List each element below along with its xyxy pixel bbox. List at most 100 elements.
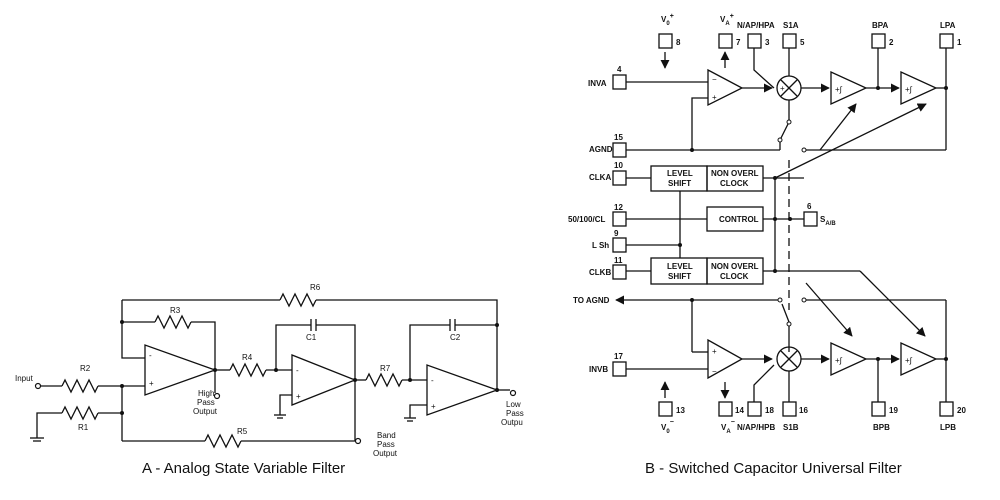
non-overl-clock-a-l1: NON OVERL bbox=[711, 169, 759, 178]
pin-num-6: 6 bbox=[807, 202, 812, 211]
pin-name-clka: CLKA bbox=[589, 173, 611, 182]
opamp-a bbox=[707, 68, 744, 107]
pin-name-agnd: AGND bbox=[589, 145, 613, 154]
r3-label: R3 bbox=[170, 306, 181, 315]
band-pass-label-1: Band bbox=[377, 431, 396, 440]
integrator-b2 bbox=[900, 341, 938, 377]
pin-num-11: 11 bbox=[614, 256, 623, 265]
pin-num-5: 5 bbox=[800, 38, 805, 47]
pin-num-9: 9 bbox=[614, 229, 619, 238]
pin-num-17: 17 bbox=[614, 352, 623, 361]
input-terminal bbox=[34, 382, 42, 390]
pin-num-3: 3 bbox=[765, 38, 770, 47]
high-pass-label-2: Pass bbox=[197, 398, 215, 407]
pin-name-bpa: BPA bbox=[872, 21, 889, 30]
r4-label: R4 bbox=[242, 353, 253, 362]
pin-name-lsh: L Sh bbox=[592, 241, 609, 250]
pin-bpb: 19 BPB bbox=[871, 359, 898, 432]
level-shift-b-l2: SHIFT bbox=[668, 272, 691, 281]
low-pass-terminal bbox=[509, 389, 517, 397]
pin-v0-minus: 13 V0− bbox=[658, 381, 685, 435]
pin-num-15: 15 bbox=[614, 133, 623, 142]
switched-capacitor-universal-filter: V0+ 8 VA+ 7 N/AP/HPA 3 S1A 5 BPA 2 bbox=[568, 13, 966, 477]
pin-name-invb: INVB bbox=[589, 365, 608, 374]
integrator-a2 bbox=[900, 70, 938, 106]
pin-num-8: 8 bbox=[676, 38, 681, 47]
opamp-2 bbox=[291, 354, 357, 406]
pin-name-50-100-cl: 50/100/CL bbox=[568, 215, 605, 224]
pin-num-7: 7 bbox=[736, 38, 741, 47]
pin-n-ap-hpa: N/AP/HPA 3 bbox=[737, 21, 775, 89]
resistor-r6 bbox=[279, 292, 317, 308]
opamp-1-minus: - bbox=[149, 351, 152, 360]
analog-state-variable-filter: Input R2 R1 R5 Band Pass Output - + bbox=[15, 283, 524, 477]
pin-name-s1a: S1A bbox=[783, 21, 799, 30]
opamp-3-minus: - bbox=[431, 376, 434, 385]
opamp-2-minus: - bbox=[296, 366, 299, 375]
pin-num-20: 20 bbox=[957, 406, 966, 415]
high-pass-label-1: High bbox=[198, 389, 214, 398]
integrator-b1-symbol: +∫ bbox=[835, 356, 843, 365]
resistor-r2 bbox=[61, 378, 99, 394]
pin-s1b: 16 S1B bbox=[782, 371, 808, 432]
opamp-b bbox=[707, 338, 744, 380]
low-pass-label-3: Outpu bbox=[501, 418, 523, 427]
opamp-3-plus: + bbox=[431, 402, 436, 411]
pin-name-inva: INVA bbox=[588, 79, 607, 88]
svg-text:V0+: V0+ bbox=[661, 13, 674, 27]
low-pass-label-2: Pass bbox=[506, 409, 524, 418]
svg-text:−: − bbox=[712, 75, 717, 84]
r7-label: R7 bbox=[380, 364, 391, 373]
pin-name-napHpb: N/AP/HPB bbox=[737, 423, 775, 432]
band-pass-terminal bbox=[354, 437, 362, 445]
pin-bpa: BPA 2 bbox=[871, 21, 894, 88]
svg-text:V0−: V0− bbox=[661, 419, 674, 435]
level-shift-a-l1: LEVEL bbox=[667, 169, 693, 178]
band-pass-label-2: Pass bbox=[377, 440, 395, 449]
resistor-r3 bbox=[154, 314, 192, 330]
pin-num-13: 13 bbox=[676, 406, 685, 415]
pin-num-16: 16 bbox=[799, 406, 808, 415]
pin-num-1: 1 bbox=[957, 38, 962, 47]
pin-n-ap-hpb: 18 N/AP/HPB bbox=[737, 364, 775, 432]
non-overl-clock-a-l2: CLOCK bbox=[720, 179, 749, 188]
high-pass-label-3: Output bbox=[193, 407, 218, 416]
high-pass-terminal bbox=[213, 392, 221, 400]
integrator-b1 bbox=[830, 341, 868, 377]
non-overl-clock-b-l2: CLOCK bbox=[720, 272, 749, 281]
r2-label: R2 bbox=[80, 364, 91, 373]
opamp-1 bbox=[144, 344, 217, 396]
pin-name-sab: SA/B bbox=[820, 215, 836, 227]
input-label: Input bbox=[15, 374, 34, 383]
opamp-1-plus: + bbox=[149, 379, 154, 388]
pin-num-19: 19 bbox=[889, 406, 898, 415]
integrator-b2-symbol: +∫ bbox=[905, 356, 913, 365]
svg-text:−: − bbox=[712, 367, 717, 376]
band-pass-label-3: Output bbox=[373, 449, 398, 458]
pin-num-4: 4 bbox=[617, 65, 622, 74]
svg-text:VA+: VA+ bbox=[720, 13, 734, 27]
pin-lpa: LPA 1 bbox=[939, 21, 962, 150]
pin-num-12: 12 bbox=[614, 203, 623, 212]
r1-label: R1 bbox=[78, 423, 89, 432]
resistor-r1 bbox=[61, 405, 99, 421]
svg-text:+: + bbox=[712, 347, 717, 356]
low-pass-label-1: Low bbox=[506, 400, 521, 409]
opamp-2-plus: + bbox=[296, 392, 301, 401]
integrator-a1 bbox=[830, 70, 868, 106]
caption-b: B - Switched Capacitor Universal Filter bbox=[645, 460, 902, 477]
control-label: CONTROL bbox=[719, 215, 759, 224]
svg-text:+: + bbox=[780, 84, 785, 93]
r5-label: R5 bbox=[237, 427, 248, 436]
pin-v0-plus: V0+ 8 bbox=[658, 13, 681, 69]
svg-text:+: + bbox=[712, 93, 717, 102]
resistor-r7 bbox=[365, 372, 403, 388]
pin-lpb: 20 LPB bbox=[939, 401, 966, 432]
caption-a: A - Analog State Variable Filter bbox=[142, 460, 345, 477]
pin-name-clkb: CLKB bbox=[589, 268, 611, 277]
pin-name-s1b: S1B bbox=[783, 423, 799, 432]
resistor-r4 bbox=[229, 362, 267, 378]
integrator-a2-symbol: +∫ bbox=[905, 85, 913, 94]
level-shift-b-l1: LEVEL bbox=[667, 262, 693, 271]
